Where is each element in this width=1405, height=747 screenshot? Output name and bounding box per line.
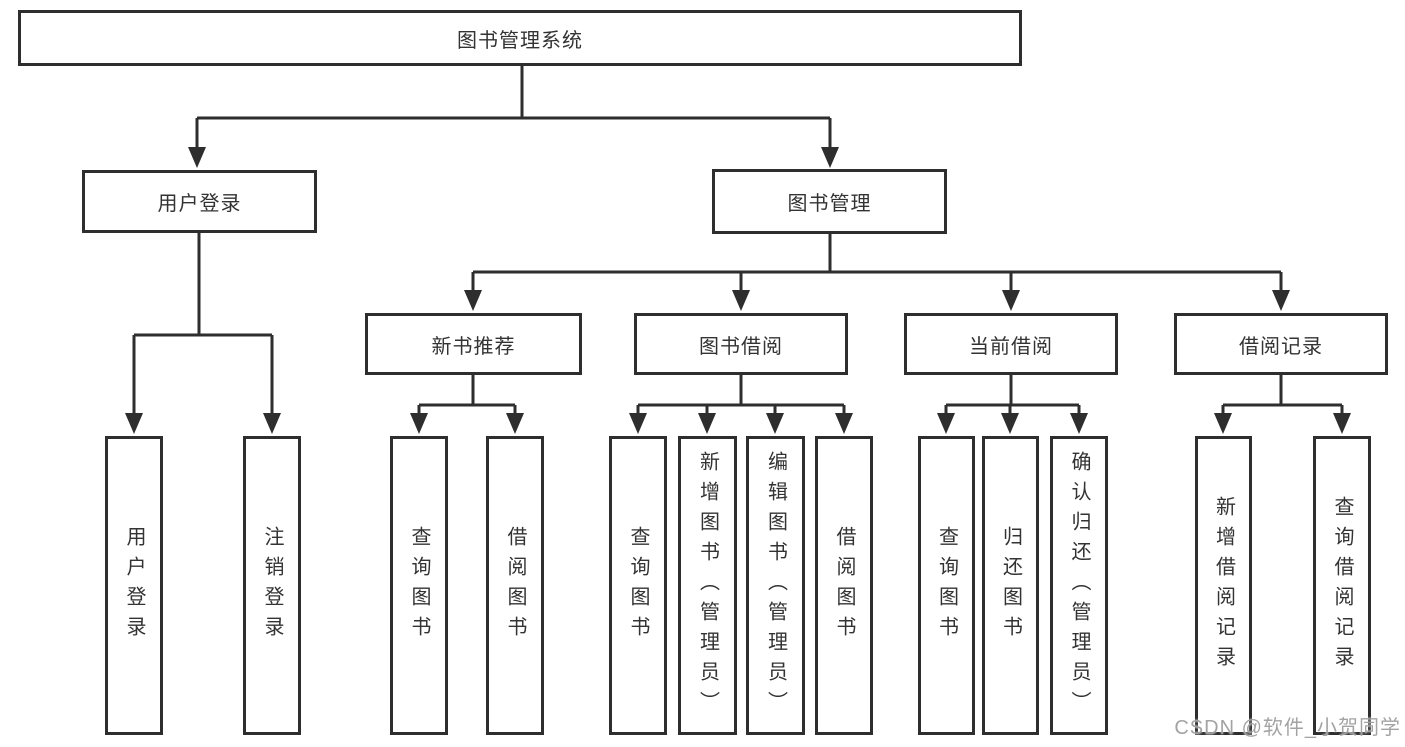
leaf-newbook-borrow-books: 借阅图书	[486, 436, 544, 735]
leaf-current-return-books: 归还图书	[982, 436, 1039, 735]
leaf-borrow-edit-books-admin: 编辑图书（管理员）	[746, 436, 805, 735]
node-current-borrow: 当前借阅	[904, 313, 1118, 375]
leaf-current-query-books: 查询图书	[918, 436, 975, 735]
leaf-logout: 注销登录	[243, 436, 301, 735]
leaf-user-login: 用户登录	[105, 436, 163, 735]
node-book-management: 图书管理	[712, 169, 947, 234]
leaf-record-query-borrow-record: 查询借阅记录	[1313, 436, 1371, 735]
leaf-newbook-query-books: 查询图书	[390, 436, 448, 735]
node-borrow-record: 借阅记录	[1174, 313, 1388, 375]
leaf-borrow-add-books-admin: 新增图书（管理员）	[678, 436, 737, 735]
leaf-current-confirm-return-admin: 确认归还（管理员）	[1050, 436, 1108, 735]
leaf-borrow-borrow-books: 借阅图书	[815, 436, 873, 735]
node-root-system: 图书管理系统	[18, 10, 1022, 66]
leaf-record-add-borrow-record: 新增借阅记录	[1195, 436, 1252, 735]
node-book-borrow: 图书借阅	[634, 313, 848, 375]
leaf-borrow-query-books: 查询图书	[609, 436, 667, 735]
node-user-login: 用户登录	[82, 170, 317, 233]
node-new-book-recommend: 新书推荐	[365, 313, 582, 375]
csdn-watermark: CSDN @软件_小贺同学	[1174, 717, 1401, 739]
